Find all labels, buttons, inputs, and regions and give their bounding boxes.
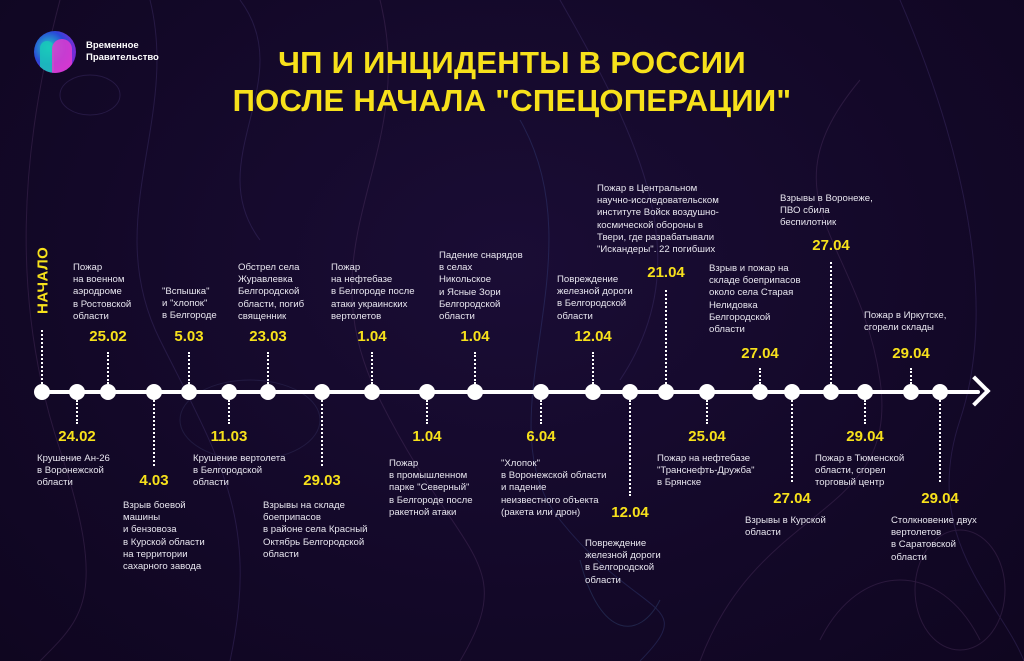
event-date: 25.02 (89, 328, 127, 345)
title-line2: ПОСЛЕ НАЧАЛА "СПЕЦОПЕРАЦИИ" (232, 83, 792, 118)
event-description: Столкновение двух вертолетов в Саратовск… (891, 515, 977, 563)
event-date: 6.04 (526, 428, 556, 445)
page-title: ЧП И ИНЦИДЕНТЫ В РОССИИ ПОСЛЕ НАЧАЛА "СП… (0, 44, 1024, 120)
event-connector (188, 352, 190, 384)
event-date: 24.02 (58, 428, 96, 445)
event-date: 29.03 (303, 472, 341, 489)
event-connector (665, 290, 667, 384)
event-connector (153, 400, 155, 466)
timeline-node (857, 384, 873, 400)
event-connector (592, 352, 594, 384)
timeline-arrow-icon (959, 375, 991, 407)
event-connector (474, 352, 476, 384)
timeline-node (658, 384, 674, 400)
timeline-node (181, 384, 197, 400)
event-connector (910, 368, 912, 384)
event-description: Повреждение железной дороги в Белгородск… (585, 538, 661, 586)
timeline-start-label: НАЧАЛО (34, 246, 52, 314)
event-connector (76, 400, 78, 424)
event-description: Падение снарядов в селах Никольское и Яс… (439, 250, 523, 323)
event-connector (830, 262, 832, 384)
timeline-node (932, 384, 948, 400)
event-description: Пожар на нефтебазе в Белгороде после ата… (331, 262, 415, 322)
timeline-node (585, 384, 601, 400)
event-date: 12.04 (611, 504, 649, 521)
event-date: 4.03 (139, 472, 169, 489)
event-connector (228, 400, 230, 424)
event-connector (706, 400, 708, 424)
event-connector (939, 400, 941, 482)
timeline-node (221, 384, 237, 400)
timeline-node-start (34, 384, 50, 400)
timeline-node (533, 384, 549, 400)
event-date: 1.04 (412, 428, 442, 445)
title-line1: ЧП И ИНЦИДЕНТЫ В РОССИИ (278, 45, 746, 80)
timeline-node (69, 384, 85, 400)
timeline-node (100, 384, 116, 400)
event-date: 1.04 (357, 328, 387, 345)
event-date: 27.04 (741, 345, 779, 362)
event-date: 21.04 (647, 264, 685, 281)
brand-name-line2: Правительство (86, 52, 159, 63)
event-description: Пожар в Тюменской области, сгорел торгов… (815, 453, 905, 489)
event-description: Взрыв боевой машины и бензовоза в Курско… (123, 500, 205, 573)
event-description: "Вспышка" и "хлопок" в Белгороде (162, 286, 217, 322)
event-date: 5.03 (174, 328, 204, 345)
event-description: Взрывы на складе боеприпасов в районе се… (263, 500, 368, 560)
brand-logo: Временное Правительство (34, 31, 159, 73)
event-description: Пожар в Центральном научно-исследователь… (597, 183, 719, 256)
timeline-node (784, 384, 800, 400)
event-connector (426, 400, 428, 424)
timeline-node (823, 384, 839, 400)
event-description: Взрыв и пожар на складе боеприпасов окол… (709, 263, 801, 336)
timeline-axis (42, 390, 980, 394)
event-date: 1.04 (460, 328, 490, 345)
event-description: Повреждение железной дороги в Белгородск… (557, 274, 633, 322)
event-connector (107, 352, 109, 384)
brand-name-line1: Временное (86, 40, 139, 51)
event-connector (791, 400, 793, 482)
event-date: 29.04 (921, 490, 959, 507)
event-date: 27.04 (773, 490, 811, 507)
timeline-node (467, 384, 483, 400)
event-date: 23.03 (249, 328, 287, 345)
event-connector (759, 368, 761, 384)
event-description: Крушение Ан-26 в Воронежской области (37, 453, 110, 489)
start-connector (41, 330, 43, 384)
event-description: Пожар в Иркутске, сгорели склады (864, 310, 947, 334)
brand-avatar (34, 31, 76, 73)
event-description: "Хлопок" в Воронежской области и падение… (501, 458, 607, 518)
timeline-node (699, 384, 715, 400)
event-date: 12.04 (574, 328, 612, 345)
event-description: Обстрел села Журавлевка Белгородской обл… (238, 262, 305, 322)
timeline-node (622, 384, 638, 400)
timeline-node (419, 384, 435, 400)
event-date: 11.03 (210, 428, 248, 445)
event-connector (629, 400, 631, 496)
timeline-node (146, 384, 162, 400)
timeline-node (314, 384, 330, 400)
timeline-node (752, 384, 768, 400)
timeline-node (260, 384, 276, 400)
event-connector (540, 400, 542, 424)
event-description: Пожар на военном аэродроме в Ростовской … (73, 262, 132, 322)
timeline-node (903, 384, 919, 400)
event-description: Пожар на нефтебазе "Транснефть-Дружба" в… (657, 453, 755, 489)
event-connector (371, 352, 373, 384)
event-date: 25.04 (688, 428, 726, 445)
event-description: Взрывы в Курской области (745, 515, 826, 539)
event-date: 29.04 (892, 345, 930, 362)
event-connector (267, 352, 269, 384)
event-date: 29.04 (846, 428, 884, 445)
event-description: Взрывы в Воронеже, ПВО сбила беспилотник (780, 193, 873, 229)
timeline-node (364, 384, 380, 400)
event-connector (864, 400, 866, 424)
event-date: 27.04 (812, 237, 850, 254)
event-description: Крушение вертолета в Белгородской област… (193, 453, 286, 489)
event-connector (321, 400, 323, 466)
brand-name: Временное Правительство (86, 40, 159, 64)
event-description: Пожар в промышленном парке "Северный" в … (389, 458, 473, 518)
